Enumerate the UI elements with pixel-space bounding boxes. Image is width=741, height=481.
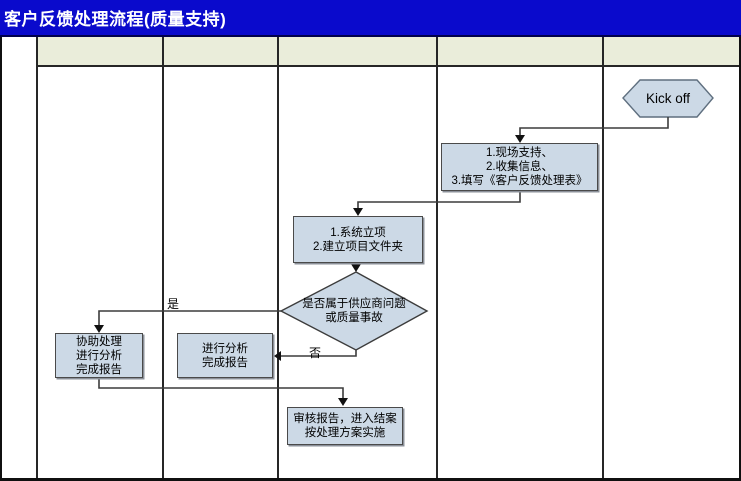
node-text-line: 进行分析 [76, 349, 122, 362]
node-text-line: 或质量事故 [325, 312, 383, 324]
page-title: 客户反馈处理流程(质量支持) [4, 10, 227, 29]
lane-divider-3 [277, 37, 279, 478]
connector-field-support-to-project-setup [357, 191, 521, 208]
kickoff-node-label: Kick off [623, 80, 713, 117]
lane-divider-2 [162, 37, 164, 478]
arrowhead-into-project-setup [353, 208, 363, 216]
node-text-line: 协助处理 [76, 335, 122, 348]
connector-assist-to-review [98, 378, 344, 398]
node-field-support: 1.现场支持、 2.收集信息、 3.填写《客户反馈处理表》 [441, 143, 598, 191]
connector-kickoff-to-field-support [519, 117, 669, 135]
node-text-line: 审核报告，进入结案 [293, 413, 397, 425]
title-bar: 客户反馈处理流程(质量支持) [0, 0, 741, 37]
arrowhead-into-review [338, 398, 348, 406]
node-analysis-report: 进行分析 完成报告 [177, 333, 273, 378]
edge-label-no: 否 [309, 346, 322, 360]
table-border-left [0, 37, 2, 481]
arrowhead-into-assist [94, 325, 104, 333]
arrowhead-into-field-support [515, 135, 525, 143]
lane-divider-1 [36, 37, 38, 478]
node-text-line: 是否属于供应商问题 [302, 298, 406, 310]
node-text-line: 2.收集信息、 [485, 161, 554, 173]
node-text-line: Kick off [645, 91, 691, 106]
decision-node-label: 是否属于供应商问题 或质量事故 [281, 295, 427, 327]
node-text-line: 按处理方案实施 [304, 427, 386, 439]
node-text-line: 2.建立项目文件夹 [312, 240, 404, 253]
node-text-line: 1.现场支持、 [485, 147, 554, 159]
node-text-line: 3.填写《客户反馈处理表》 [451, 175, 588, 187]
node-text-line: 1.系统立项 [330, 226, 386, 239]
node-project-setup: 1.系统立项 2.建立项目文件夹 [293, 216, 423, 263]
node-text-line: 进行分析 [202, 342, 248, 355]
connector-decision-yes-to-assist [98, 310, 281, 325]
table-border-right [739, 37, 741, 481]
node-text-line: 完成报告 [76, 363, 122, 376]
lane-divider-5 [602, 37, 604, 478]
node-assist-analysis: 协助处理 进行分析 完成报告 [55, 333, 143, 378]
lane-header-row [37, 37, 741, 67]
node-review-close: 审核报告，进入结案 按处理方案实施 [287, 407, 403, 445]
table-border-bottom [0, 478, 741, 481]
arrowhead-into-decision [351, 264, 361, 272]
edge-label-yes: 是 [167, 297, 180, 311]
node-text-line: 完成报告 [202, 356, 248, 369]
lane-divider-4 [436, 37, 438, 478]
